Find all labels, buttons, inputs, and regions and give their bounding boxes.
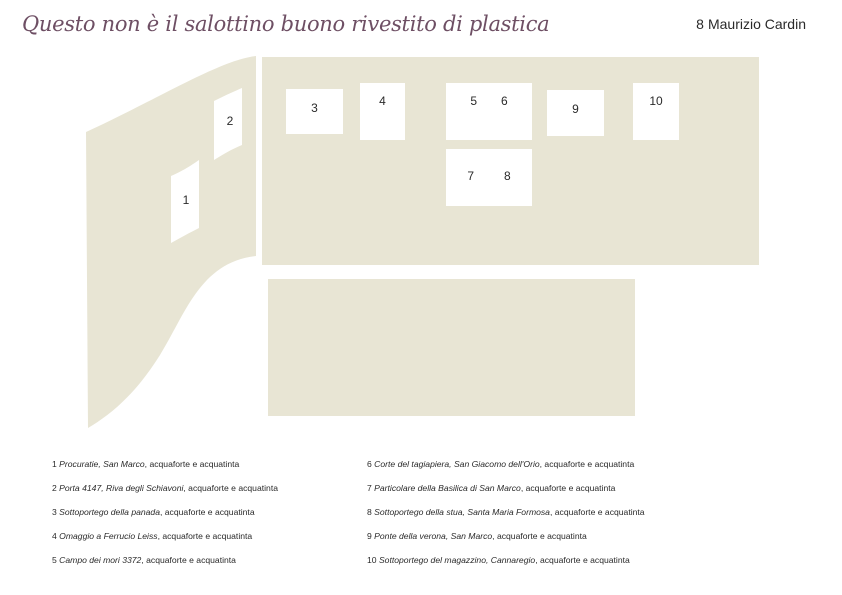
- caption-item: 7 Particolare della Basilica di San Marc…: [367, 483, 616, 493]
- page-title: Questo non è il salottino buono rivestit…: [22, 12, 550, 36]
- frame-3-number: 3: [311, 100, 318, 115]
- caption-item: 4 Omaggio a Ferrucio Leiss, acquaforte e…: [52, 531, 253, 541]
- frame-7-8: 7 8: [446, 149, 532, 206]
- caption-item: 8 Sottoportego della stua, Santa Maria F…: [367, 507, 645, 517]
- frame-8-number: 8: [504, 168, 511, 183]
- caption-item: 2 Porta 4147, Riva degli Schiavoni, acqu…: [52, 483, 278, 493]
- caption-item: 3 Sottoportego della panada, acquaforte …: [52, 507, 255, 517]
- frame-7-number: 7: [467, 168, 474, 183]
- frame-1-shape: [171, 160, 199, 243]
- captions-right-column: 6 Corte del tagiapiera, San Giacomo dell…: [367, 458, 697, 578]
- caption-item: 1 Procuratie, San Marco, acquaforte e ac…: [52, 459, 240, 469]
- author-number: 8: [696, 16, 704, 32]
- frame-2-shape: [214, 88, 242, 160]
- caption-item: 10 Sottoportego del magazzino, Cannaregi…: [367, 555, 630, 565]
- frame-10: 10: [633, 83, 679, 140]
- frame-10-number: 10: [649, 93, 663, 108]
- frame-4-number: 4: [379, 93, 386, 108]
- caption-item: 9 Ponte della verona, San Marco, acquafo…: [367, 531, 587, 541]
- frame-4: 4: [360, 83, 405, 140]
- caption-item: 6 Corte del tagiapiera, San Giacomo dell…: [367, 459, 635, 469]
- author-name: Maurizio Cardin: [707, 16, 806, 32]
- frame-9: 9: [547, 90, 604, 136]
- frame-5-number: 5: [470, 93, 477, 108]
- frame-9-number: 9: [572, 102, 579, 116]
- frame-3: 3: [286, 89, 343, 134]
- frame-1-number: 1: [182, 193, 190, 207]
- caption-item: 5 Campo dei mori 3372, acquaforte e acqu…: [52, 555, 236, 565]
- frame-2-number: 2: [226, 114, 234, 128]
- lower-wall: [268, 279, 635, 416]
- frame-5-6: 5 6: [446, 83, 532, 140]
- frame-6-number: 6: [501, 93, 508, 108]
- captions-left-column: 1 Procuratie, San Marco, acquaforte e ac…: [52, 458, 382, 578]
